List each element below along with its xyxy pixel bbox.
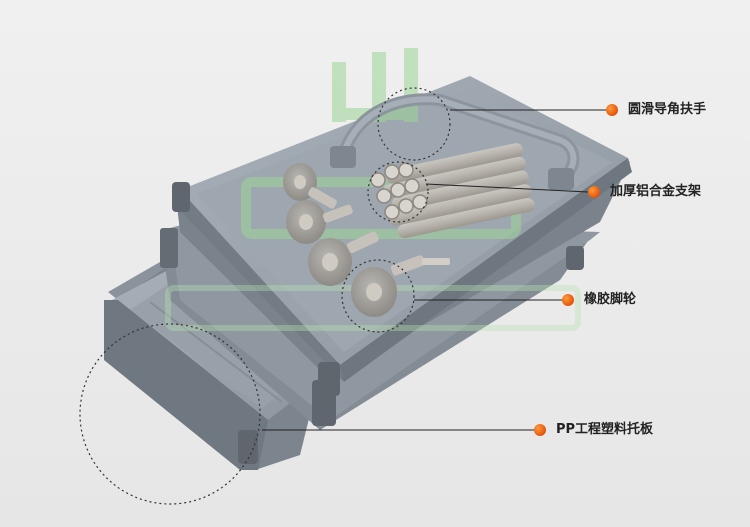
tube-callout-dot-icon [588, 186, 600, 198]
leader-lines [262, 109, 606, 431]
caster-highlight-circle [341, 259, 415, 333]
tray-callout-dot-icon [534, 424, 546, 436]
casters [283, 163, 450, 317]
handle-callout-label: 圆滑导角扶手 [628, 102, 707, 117]
tube-callout-label: 加厚铝合金支架 [610, 184, 702, 199]
handle-highlight-circle [377, 87, 451, 161]
tray-highlight-circle [79, 323, 261, 505]
aluminum-tubes [370, 143, 535, 239]
handle [330, 93, 580, 190]
handle-callout-dot-icon [606, 104, 618, 116]
tray-callout-label: PP工程塑料托板 [556, 422, 654, 437]
highlight-circles [79, 87, 451, 505]
caster-callout-label: 橡胶脚轮 [584, 292, 637, 307]
caster-callout-dot-icon [562, 294, 574, 306]
tube-highlight-circle [367, 161, 429, 223]
